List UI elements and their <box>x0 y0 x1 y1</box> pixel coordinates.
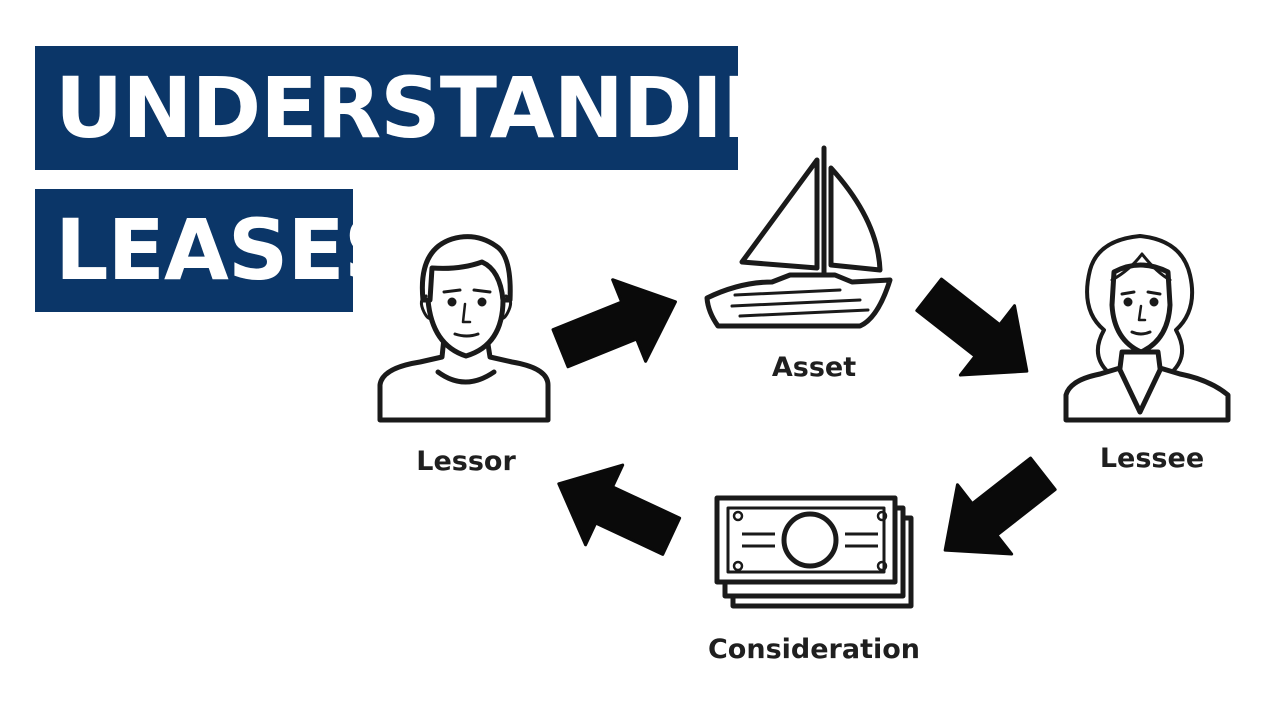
arrow-asset-to-lessee <box>915 277 1029 377</box>
lessee-label: Lessee <box>1099 443 1205 474</box>
man-icon <box>377 234 551 423</box>
arrow-lessor-to-asset <box>551 278 677 369</box>
sailboat-icon <box>704 145 893 329</box>
title-line-1: UNDERSTANDING <box>35 46 860 170</box>
arrow-lessee-to-consideration <box>943 456 1057 556</box>
arrow-consideration-to-lessor <box>557 463 682 556</box>
lessor-label: Lessor <box>416 446 516 477</box>
banknotes-icon <box>714 495 914 609</box>
asset-label: Asset <box>771 352 857 383</box>
consideration-label: Consideration <box>707 634 921 665</box>
woman-icon <box>1063 234 1231 423</box>
title-line-2: LEASES <box>35 189 404 312</box>
